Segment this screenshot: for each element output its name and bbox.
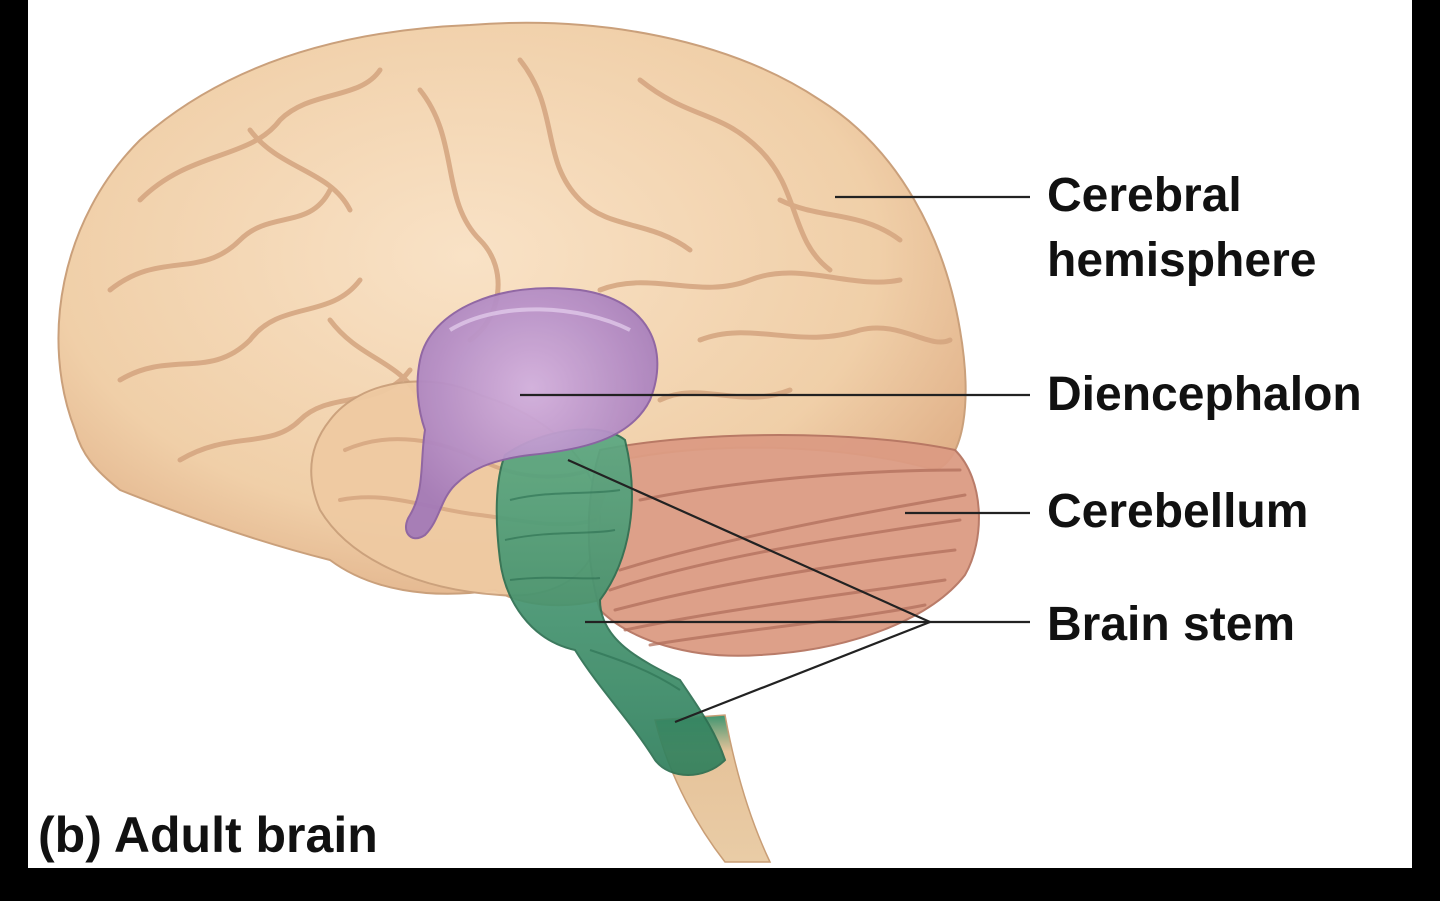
leader-lines — [520, 195, 1030, 724]
label-cerebral-line2: hemisphere — [1047, 234, 1316, 287]
brain-stem-texture — [504, 489, 681, 691]
leader-brain-stem-upper — [567, 458, 931, 624]
label-cerebral-line1: Cerebral — [1047, 169, 1242, 222]
diencephalon-highlight — [448, 307, 631, 332]
figure-caption: (b) Adult brain — [38, 807, 378, 863]
brain-stem — [495, 428, 727, 776]
label-brain-stem: Brain stem — [1047, 598, 1295, 651]
leader-brain-stem-lower — [674, 620, 931, 724]
label-cerebellum: Cerebellum — [1047, 485, 1308, 538]
diencephalon — [405, 287, 659, 540]
label-diencephalon: Diencephalon — [1047, 368, 1362, 421]
